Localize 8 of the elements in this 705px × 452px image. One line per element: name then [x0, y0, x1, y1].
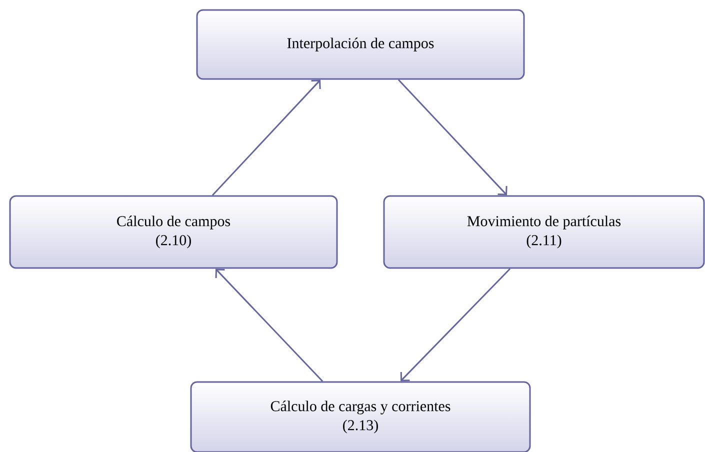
- process-box: Cálculo de campos (2.10): [9, 195, 338, 269]
- arrow: [215, 268, 324, 382]
- process-box: Interpolación de campos: [196, 9, 525, 80]
- process-box: Movimiento de partículas (2.11): [383, 195, 705, 269]
- arrow: [398, 79, 508, 196]
- arrow: [400, 268, 511, 382]
- arrow: [212, 80, 321, 196]
- process-box: Cálculo de cargas y corrientes (2.13): [190, 381, 531, 452]
